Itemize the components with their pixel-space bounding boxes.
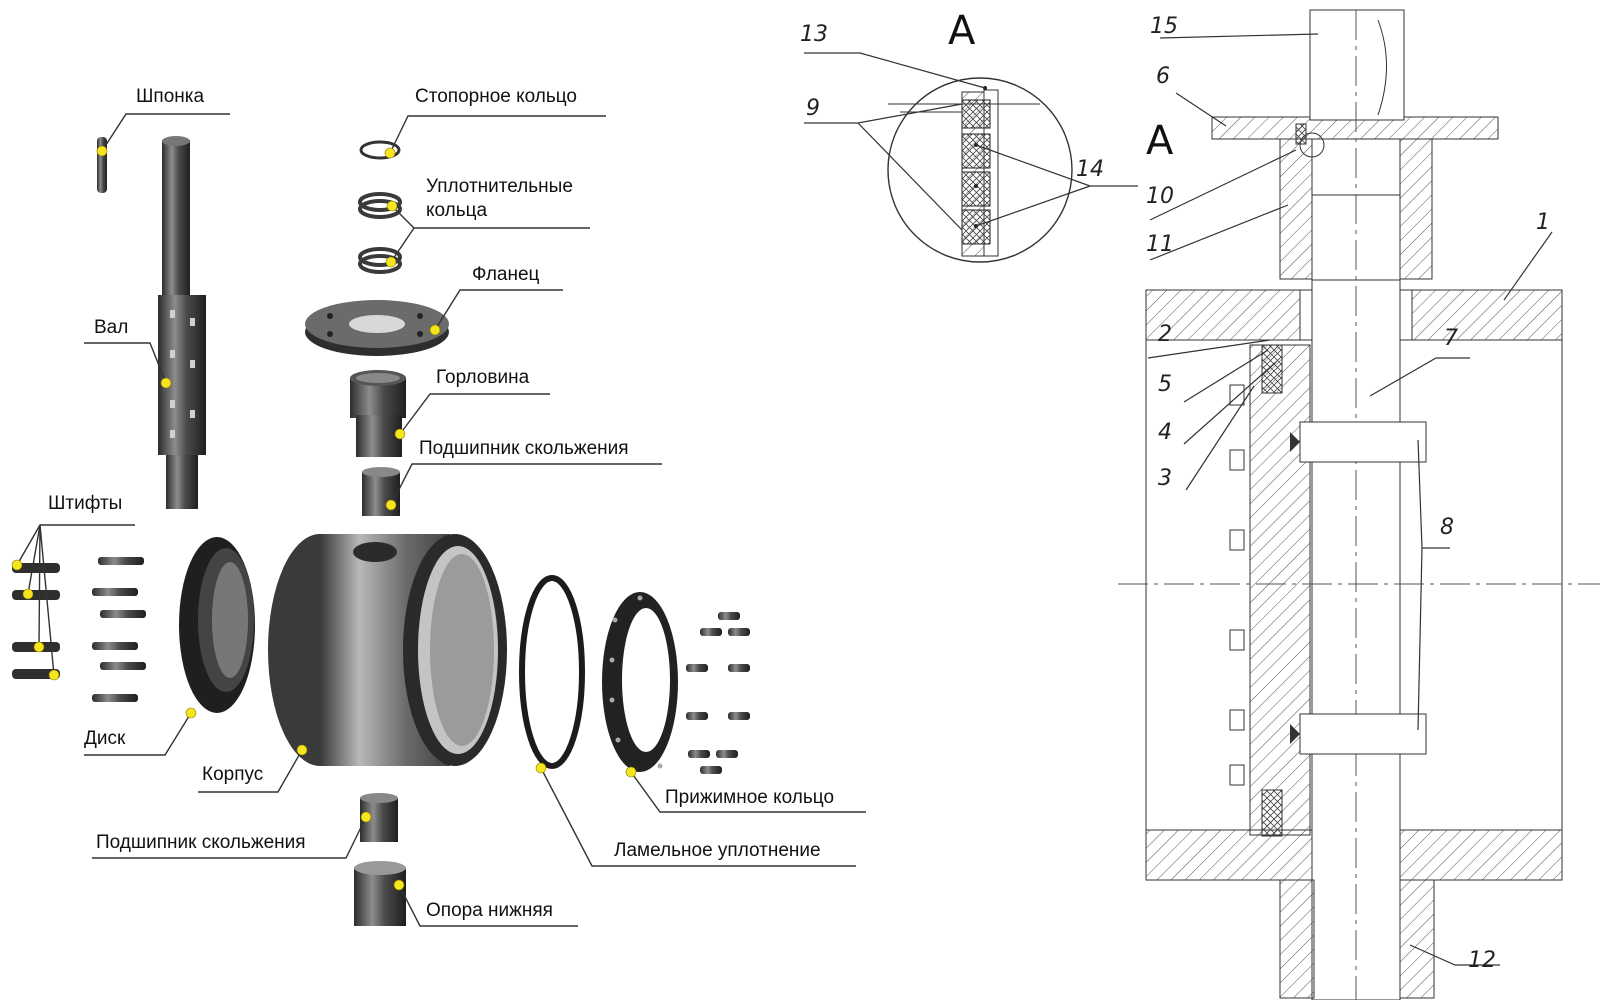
label-plain-bearing-top: Подшипник скольжения — [419, 438, 629, 459]
lamellar-seal-part — [519, 575, 585, 769]
flange-part — [305, 300, 449, 356]
label-lower-support: Опора нижняя — [426, 900, 553, 921]
callout-4: 4 — [1158, 420, 1172, 445]
shaft-part — [158, 136, 206, 509]
disc-part — [179, 537, 255, 713]
label-disc: Диск — [84, 728, 126, 749]
lower-support-section — [1279, 879, 1315, 999]
label-pins: Штифты — [48, 493, 123, 514]
callout-3: 3 — [1158, 466, 1172, 491]
label-neck: Горловина — [436, 367, 530, 388]
callout-9: 9 — [806, 96, 820, 121]
neck-part — [350, 370, 406, 457]
callout-13: 13 — [800, 22, 828, 47]
disc-section — [1249, 344, 1311, 836]
seal-rings-part — [358, 192, 402, 274]
label-flange: Фланец — [472, 264, 540, 285]
callout-2: 2 — [1158, 322, 1172, 347]
label-lamellar-seal: Ламельное уплотнение — [614, 840, 821, 861]
callout-1: 1 — [1536, 210, 1550, 235]
callout-7: 7 — [1444, 326, 1458, 351]
label-seal-rings-line2: кольца — [426, 200, 488, 221]
callout-10: 10 — [1146, 184, 1174, 209]
callout-11: 11 — [1146, 232, 1174, 257]
part-markers — [11, 145, 637, 891]
label-key: Шпонка — [136, 86, 205, 107]
lower-support-part — [354, 861, 406, 926]
retaining-ring-part — [359, 140, 401, 160]
callout-6: 6 — [1156, 64, 1170, 89]
exploded-leader-lines — [16, 113, 866, 927]
label-seal-rings-line1: Уплотнительные — [426, 176, 573, 197]
clamp-ring-part — [602, 592, 678, 772]
shaft-top-section — [1309, 9, 1405, 121]
label-plain-bearing-bottom: Подшипник скольжения — [96, 832, 306, 853]
section-letter-view: А — [1146, 118, 1174, 164]
section-letter-detail: А — [948, 8, 976, 54]
disc-bolts-section — [1229, 384, 1245, 786]
callout-14: 14 — [1076, 157, 1104, 182]
right-bolts-part — [686, 612, 750, 774]
label-shaft: Вал — [94, 317, 129, 338]
left-bolts-part — [92, 557, 146, 702]
detail-a — [887, 77, 1073, 263]
label-clamp-ring: Прижимное кольцо — [665, 787, 835, 808]
body-part — [268, 534, 507, 766]
drawing-leader-lines — [804, 33, 1553, 966]
label-retaining-ring: Стопорное кольцо — [415, 86, 578, 107]
callout-12: 12 — [1468, 948, 1496, 973]
callout-8: 8 — [1440, 515, 1454, 540]
callout-5: 5 — [1158, 372, 1172, 397]
callout-15: 15 — [1150, 14, 1178, 39]
label-body: Корпус — [202, 764, 264, 785]
